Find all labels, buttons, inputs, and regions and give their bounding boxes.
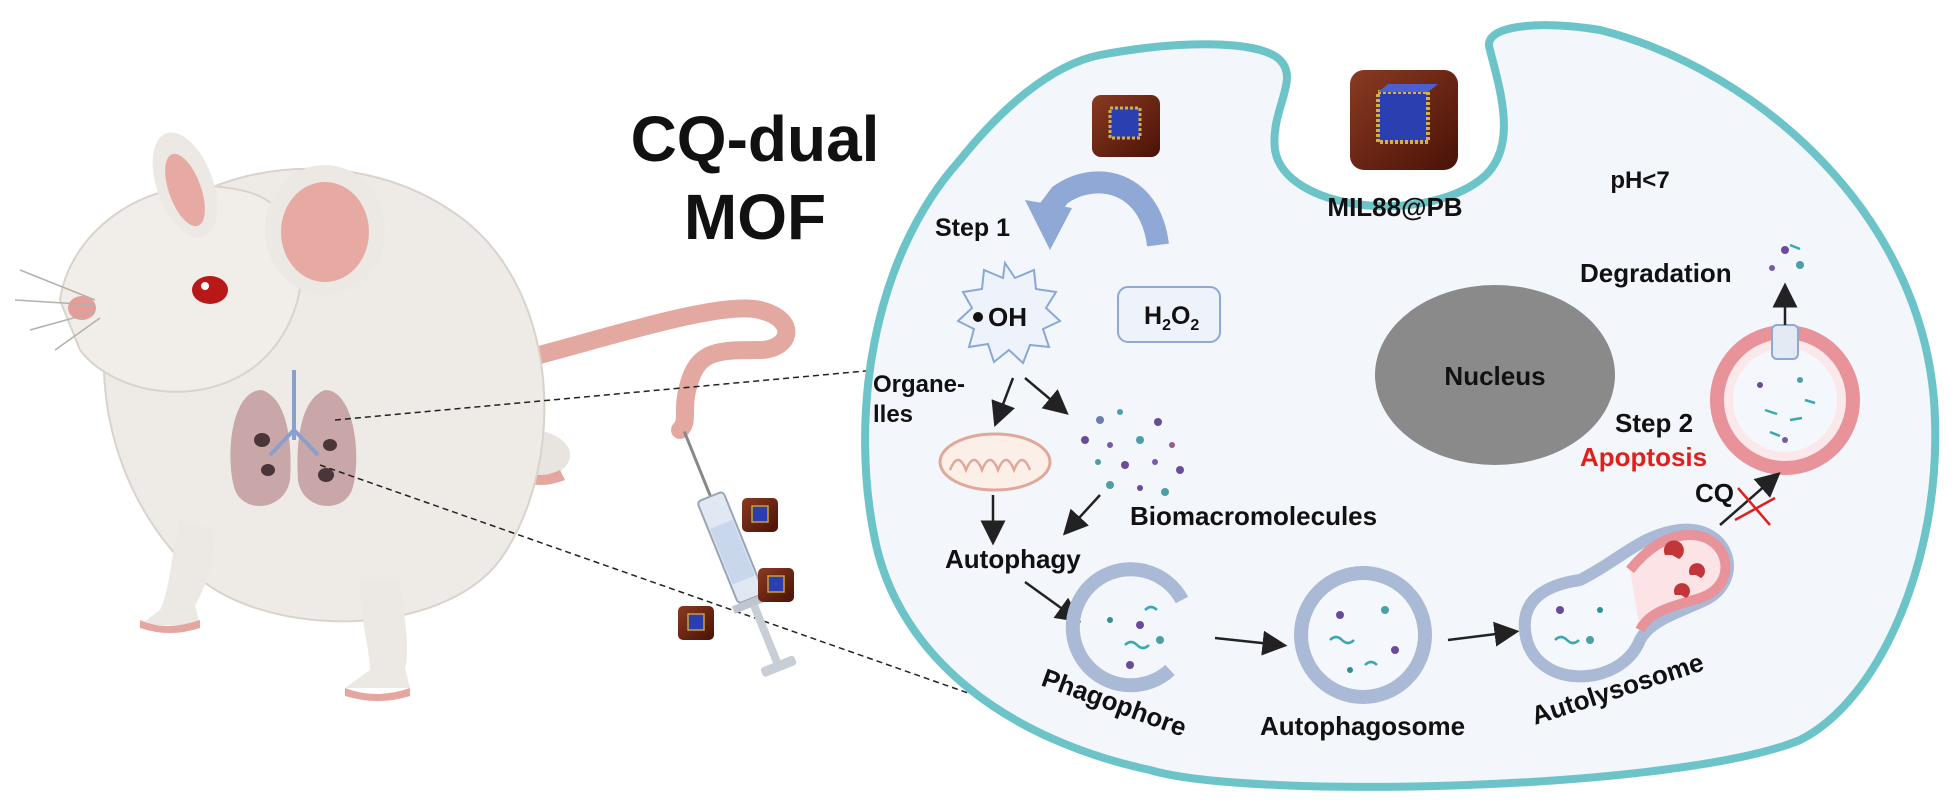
label-step1: Step 1 bbox=[935, 214, 1010, 242]
label-ph: pH<7 bbox=[1610, 167, 1669, 194]
hydroxyl-radical-burst bbox=[956, 260, 1062, 365]
label-cq: CQ bbox=[1695, 478, 1734, 508]
label-h2o2: H2O2 bbox=[1144, 302, 1199, 334]
label-step2: Step 2 bbox=[1615, 408, 1693, 438]
mof-particle-entering bbox=[1092, 95, 1160, 157]
degradation-fragments bbox=[1769, 243, 1804, 271]
step1-arrow bbox=[1025, 171, 1169, 250]
phagophore-illustration bbox=[1065, 562, 1189, 693]
label-autophagy: Autophagy bbox=[945, 544, 1081, 574]
label-apoptosis: Apoptosis bbox=[1580, 442, 1707, 472]
biomacromolecule-dots bbox=[1081, 409, 1184, 496]
title-line-2: MOF bbox=[683, 181, 827, 253]
cq-block-mark bbox=[1734, 487, 1776, 526]
mitochondrion-illustration bbox=[938, 432, 1052, 492]
mof-particles-injection bbox=[678, 498, 794, 640]
label-nucleus: Nucleus bbox=[1444, 361, 1545, 391]
label-material: MIL88@PB bbox=[1327, 192, 1462, 222]
title-line-1: CQ-dual bbox=[630, 103, 880, 175]
mouse-illustration bbox=[14, 132, 796, 701]
label-organelles-line2: lles bbox=[873, 401, 913, 428]
nucleus bbox=[1375, 285, 1615, 465]
autolysosome-illustration bbox=[1518, 523, 1734, 683]
lungs-illustration bbox=[230, 370, 357, 507]
label-autophagosome: Autophagosome bbox=[1260, 711, 1465, 741]
label-degradation: Degradation bbox=[1580, 258, 1732, 288]
autophagosome-illustration bbox=[1294, 566, 1432, 704]
label-biomacromolecules: Biomacromolecules bbox=[1130, 501, 1377, 531]
h2o2-box bbox=[1117, 286, 1221, 343]
diagram-title: CQ-dual MOF bbox=[590, 100, 920, 256]
syringe-illustration bbox=[682, 430, 797, 677]
label-organelles-line1: Organe- bbox=[873, 371, 965, 398]
mil88-pb-particle bbox=[1350, 70, 1458, 170]
lysosome-illustration bbox=[1710, 324, 1860, 475]
label-hydroxyl: OH bbox=[988, 302, 1027, 332]
